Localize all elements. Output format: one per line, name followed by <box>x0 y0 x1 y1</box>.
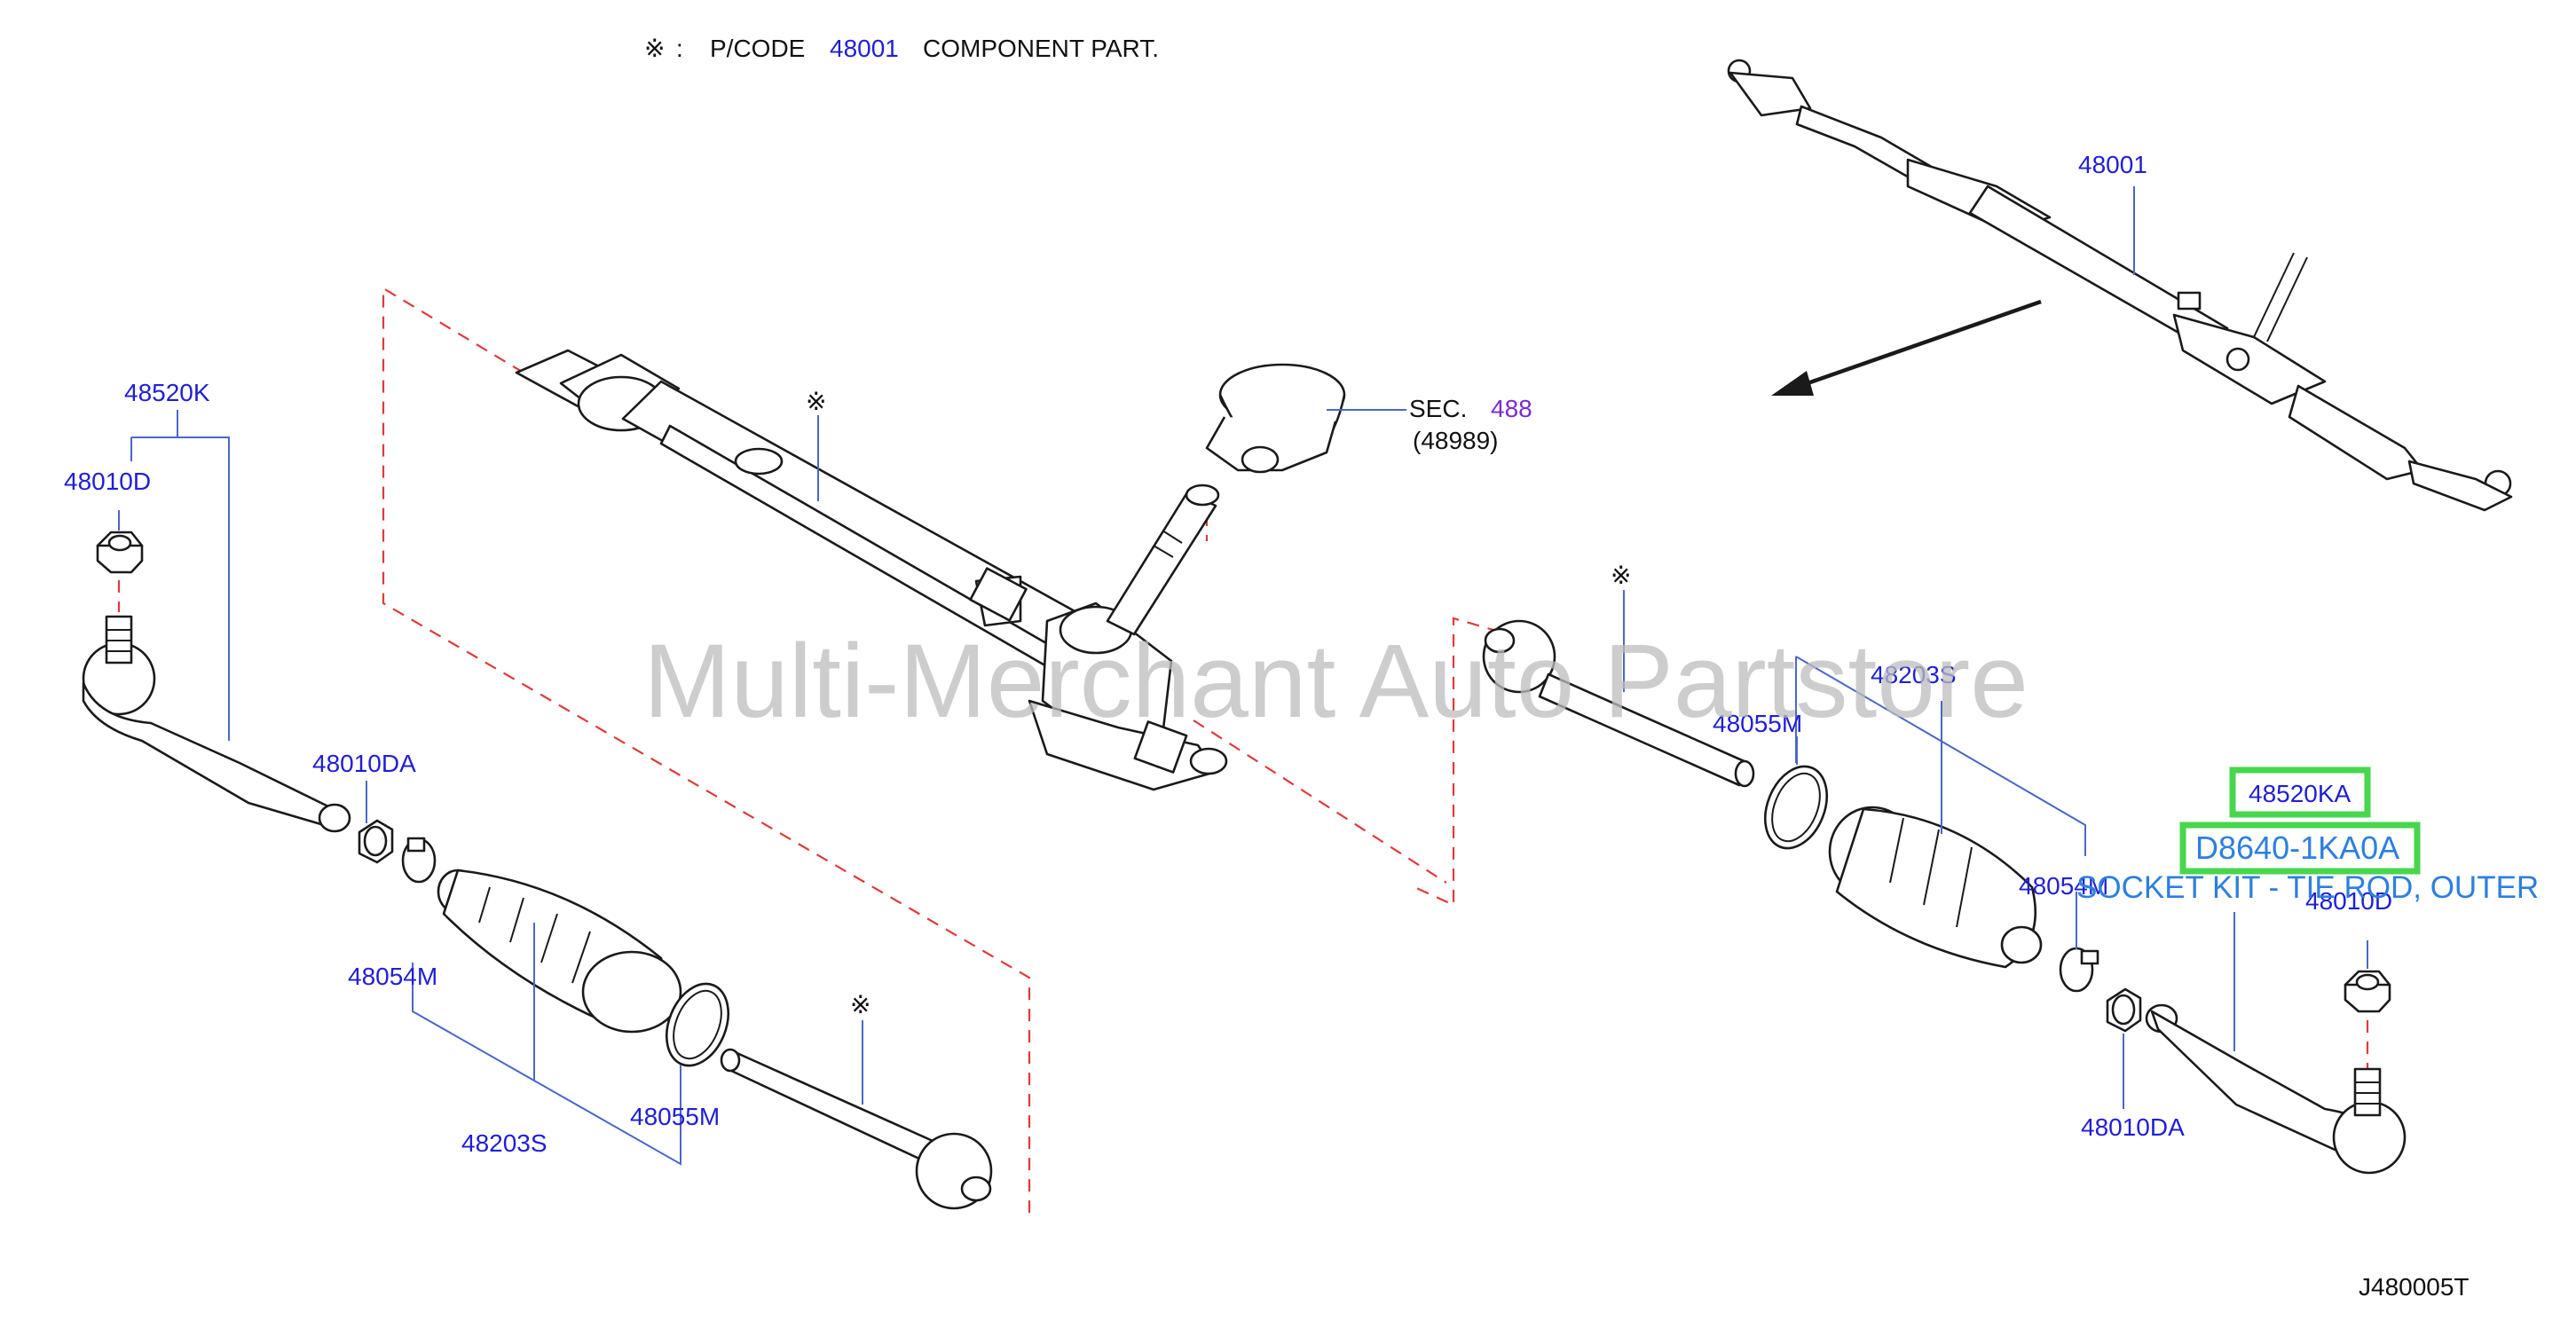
clamp-48054m-left[interactable] <box>401 837 437 884</box>
label-48055m-left[interactable]: 48055M <box>630 1103 720 1130</box>
label-48520k[interactable]: 48520K <box>124 379 210 406</box>
label-48010da-left[interactable]: 48010DA <box>312 750 416 777</box>
highlight-box-kit <box>2179 822 2421 875</box>
section-reference: SEC. 488 (48989) <box>1409 395 1532 454</box>
pcode-link[interactable]: 48001 <box>830 35 899 62</box>
label-48054m-right[interactable]: 48054M <box>2019 872 2108 900</box>
nut-48010d-right[interactable] <box>2344 970 2391 1013</box>
component-symbol: ※ <box>644 35 665 62</box>
component-marker-inner-rod-left: ※ <box>850 991 870 1018</box>
label-48054m-left[interactable]: 48054M <box>348 963 437 990</box>
inner-tie-rod-left[interactable] <box>720 1048 993 1210</box>
component-part-text: COMPONENT PART. <box>923 35 1159 62</box>
label-48001[interactable]: 48001 <box>2078 151 2147 178</box>
label-48010da-right[interactable]: 48010DA <box>2081 1113 2185 1141</box>
guide-line-rack <box>1193 719 1447 884</box>
tie-rod-end-48520k[interactable] <box>82 615 351 833</box>
guide-outline-center <box>382 287 1031 1220</box>
clamp-48055m-right[interactable] <box>1753 758 1838 858</box>
header-colon: : <box>676 35 683 62</box>
sec-subpart: (48989) <box>1413 427 1499 454</box>
lock-nut-48010da-right[interactable] <box>2106 987 2142 1033</box>
highlight-kit-code[interactable]: D8640-1KA0A <box>2195 830 2399 866</box>
leader-lines <box>118 186 2368 1166</box>
boot-48203s-left[interactable] <box>437 869 682 1034</box>
label-48010d-right[interactable]: 48010D <box>2305 887 2392 915</box>
lock-nut-48010da-left[interactable] <box>358 819 394 864</box>
highlight-overlay[interactable]: 48520KA D8640-1KA0A SOCKET KIT - TIE ROD… <box>2076 767 2539 905</box>
component-marker-rack: ※ <box>806 388 826 415</box>
inner-tie-rod-right[interactable] <box>1482 619 1755 788</box>
overview-arrow-icon <box>1771 299 2042 396</box>
clamp-48055m-left[interactable] <box>655 975 739 1075</box>
overview-rack[interactable] <box>1727 59 2513 512</box>
dust-boot-48989[interactable] <box>1205 363 1346 474</box>
sec-label: SEC. <box>1409 395 1467 422</box>
header-note: ※ : P/CODE 48001 COMPONENT PART. <box>644 35 1159 62</box>
highlight-kit-description: SOCKET KIT - TIE ROD, OUTER <box>2076 870 2539 905</box>
boot-48203s-right[interactable] <box>1828 806 2043 969</box>
label-48010d-left[interactable]: 48010D <box>64 468 151 495</box>
label-48203s-left[interactable]: 48203S <box>461 1129 547 1157</box>
guide-outline-right <box>1414 617 1501 907</box>
clamp-48054m-right[interactable] <box>2059 947 2099 993</box>
pcode-label: P/CODE <box>710 35 805 62</box>
steering-rack-assembly[interactable] <box>515 349 1228 791</box>
label-48055m-right[interactable]: 48055M <box>1713 710 1802 737</box>
sec-number-link[interactable]: 488 <box>1491 395 1532 422</box>
highlight-part-number[interactable]: 48520KA <box>2249 780 2351 807</box>
highlight-box-part <box>2229 767 2371 818</box>
drawing-code: J480005T <box>2359 1273 2470 1301</box>
nut-48010d-left[interactable] <box>96 531 144 574</box>
component-marker-inner-rod-right: ※ <box>1611 562 1631 589</box>
watermark: Multi-Merchant Auto Partstore <box>643 623 2029 740</box>
tie-rod-end-48520ka[interactable] <box>2145 1003 2407 1175</box>
label-48203s-right[interactable]: 48203S <box>1871 661 1957 688</box>
